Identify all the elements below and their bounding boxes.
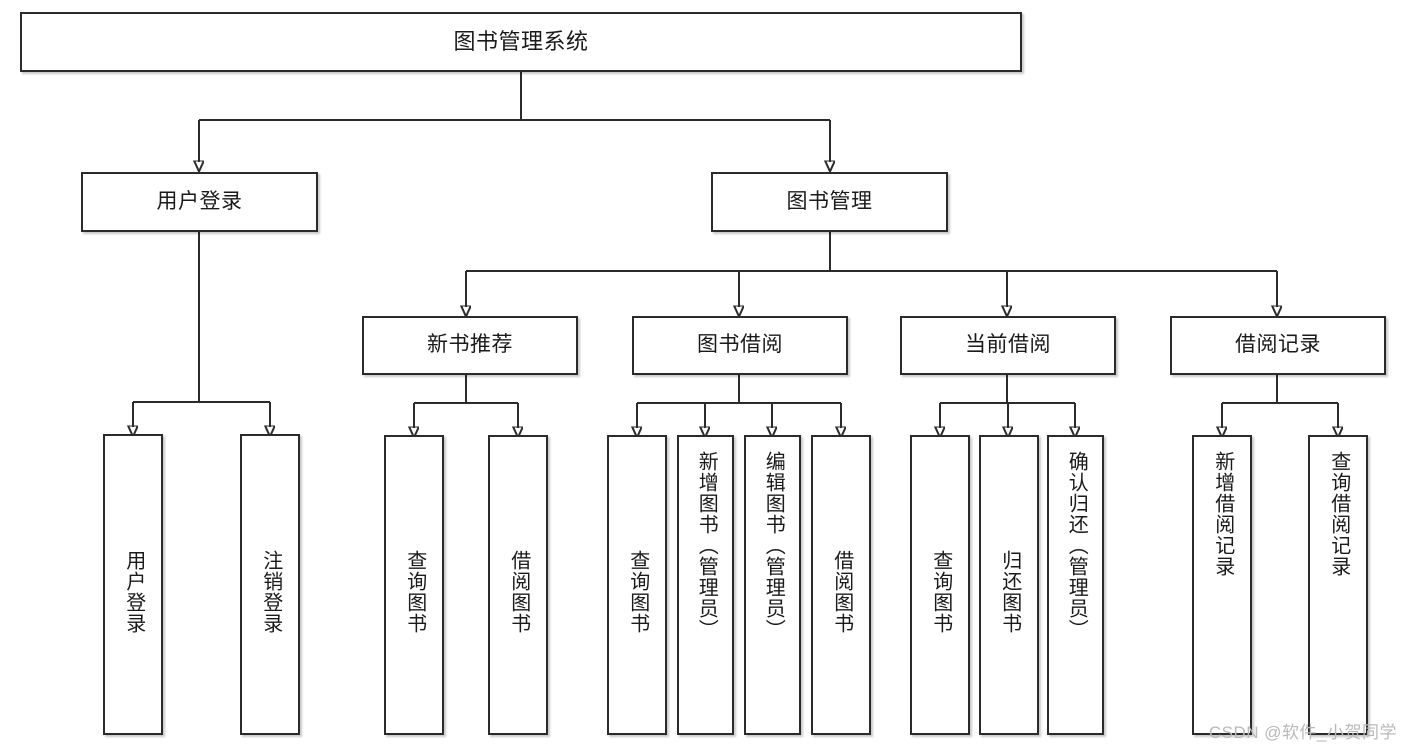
- node-new-book-recommend[interactable]: 新书推荐: [362, 316, 578, 375]
- node-leaf-user-login-label: 用户登录: [122, 549, 145, 634]
- node-leaf-user-login[interactable]: 用户登录: [103, 434, 163, 735]
- node-leaf-logout-login[interactable]: 注销登录: [240, 434, 300, 735]
- node-leaf-add-record-label: 新增借阅记录: [1211, 451, 1234, 577]
- node-book-management[interactable]: 图书管理: [711, 172, 948, 232]
- node-leaf-query-book-1-label: 查询图书: [403, 550, 426, 634]
- node-leaf-query-book-1[interactable]: 查询图书: [384, 435, 444, 735]
- node-borrow-record-label: 借阅记录: [1235, 333, 1321, 357]
- node-leaf-query-book-3[interactable]: 查询图书: [910, 435, 970, 735]
- node-new-book-recommend-label: 新书推荐: [427, 333, 513, 357]
- node-root[interactable]: 图书管理系统: [20, 12, 1022, 72]
- node-leaf-add-book-label: 新增图书（管理员）: [695, 451, 718, 640]
- node-leaf-query-record[interactable]: 查询借阅记录: [1308, 435, 1368, 735]
- node-leaf-confirm-return-label: 确认归还（管理员）: [1065, 451, 1088, 640]
- node-leaf-confirm-return[interactable]: 确认归还（管理员）: [1047, 435, 1104, 735]
- node-leaf-borrow-book-2[interactable]: 借阅图书: [811, 435, 871, 735]
- node-leaf-add-book[interactable]: 新增图书（管理员）: [677, 435, 734, 735]
- node-root-label: 图书管理系统: [453, 29, 589, 55]
- node-leaf-logout-login-label: 注销登录: [259, 549, 282, 634]
- node-leaf-add-record[interactable]: 新增借阅记录: [1192, 435, 1252, 735]
- node-leaf-borrow-book-1-label: 借阅图书: [507, 550, 530, 634]
- node-user-login-label: 用户登录: [156, 189, 243, 213]
- watermark: CSDN @软件_小贺同学: [1208, 723, 1397, 742]
- node-leaf-query-book-2-label: 查询图书: [626, 550, 649, 634]
- node-leaf-return-book-label: 归还图书: [998, 550, 1021, 634]
- node-leaf-query-record-label: 查询借阅记录: [1327, 451, 1350, 577]
- node-leaf-query-book-2[interactable]: 查询图书: [607, 435, 667, 735]
- node-leaf-edit-book[interactable]: 编辑图书（管理员）: [744, 435, 801, 735]
- node-current-borrow[interactable]: 当前借阅: [900, 316, 1116, 375]
- node-borrow-record[interactable]: 借阅记录: [1170, 316, 1386, 375]
- node-user-login[interactable]: 用户登录: [81, 172, 318, 232]
- node-book-borrow[interactable]: 图书借阅: [632, 316, 848, 375]
- node-book-borrow-label: 图书借阅: [697, 333, 783, 357]
- node-leaf-edit-book-label: 编辑图书（管理员）: [762, 451, 785, 640]
- node-leaf-query-book-3-label: 查询图书: [929, 550, 952, 634]
- node-book-management-label: 图书管理: [786, 189, 873, 213]
- node-leaf-borrow-book-2-label: 借阅图书: [830, 550, 853, 634]
- node-leaf-borrow-book-1[interactable]: 借阅图书: [488, 435, 548, 735]
- node-leaf-return-book[interactable]: 归还图书: [979, 435, 1039, 735]
- node-current-borrow-label: 当前借阅: [965, 333, 1051, 357]
